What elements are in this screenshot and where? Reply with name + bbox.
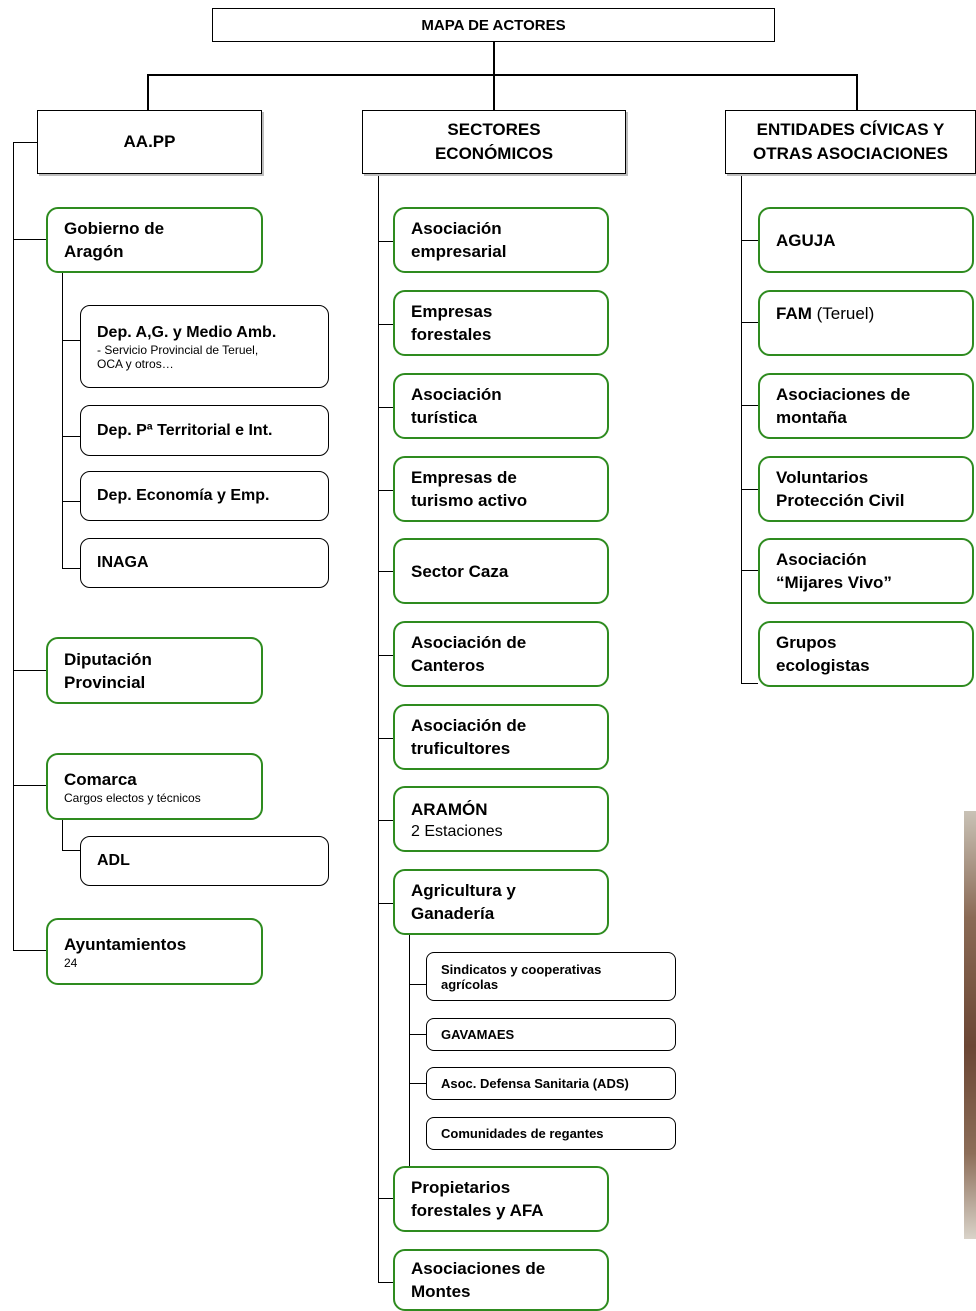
node-empresas-forestales: Empresas forestales	[393, 290, 609, 356]
category-aapp: AA.PP	[37, 110, 262, 174]
node-asociacion-canteros: Asociación de Canteros	[393, 621, 609, 687]
node-grupos-ecologistas: Grupos ecologistas	[758, 621, 974, 687]
node-adl: ADL	[80, 836, 329, 886]
diagram-title: MAPA DE ACTORES	[212, 8, 775, 42]
node-agricultura-ganaderia: Agricultura y Ganadería	[393, 869, 609, 935]
category-entidades: ENTIDADES CÍVICAS Y OTRAS ASOCIACIONES	[725, 110, 976, 174]
category-aapp-label: AA.PP	[123, 132, 176, 151]
node-diputacion-provincial: Diputación Provincial	[46, 637, 263, 704]
node-fam: FAM (Teruel)	[758, 290, 974, 356]
diagram-title-text: MAPA DE ACTORES	[421, 16, 566, 34]
node-inaga: INAGA	[80, 538, 329, 588]
node-aguja: AGUJA	[758, 207, 974, 273]
node-comunidades-regantes: Comunidades de regantes	[426, 1117, 676, 1150]
node-mijares-vivo: Asociación “Mijares Vivo”	[758, 538, 974, 604]
node-sindicatos-cooperativas: Sindicatos y cooperativas agrícolas	[426, 952, 676, 1001]
node-dep-agma: Dep. A,G. y Medio Amb. - Servicio Provin…	[80, 305, 329, 388]
node-propietarios-forestales: Propietarios forestales y AFA	[393, 1166, 609, 1232]
node-comarca: Comarca Cargos electos y técnicos	[46, 753, 263, 820]
node-ayuntamientos: Ayuntamientos 24	[46, 918, 263, 985]
node-asociaciones-montana: Asociaciones de montaña	[758, 373, 974, 439]
node-voluntarios-proteccion-civil: Voluntarios Protección Civil	[758, 456, 974, 522]
node-dep-territorial: Dep. Pª Territorial e Int.	[80, 405, 329, 456]
node-gavamaes: GAVAMAES	[426, 1018, 676, 1051]
node-asociacion-truficultores: Asociación de truficultores	[393, 704, 609, 770]
node-asociacion-empresarial: Asociación empresarial	[393, 207, 609, 273]
photo-fragment	[964, 811, 976, 1239]
node-asoc-defensa-sanitaria: Asoc. Defensa Sanitaria (ADS)	[426, 1067, 676, 1100]
node-gobierno-aragon: Gobierno de Aragón	[46, 207, 263, 273]
node-asociaciones-montes: Asociaciones de Montes	[393, 1249, 609, 1311]
node-asociacion-turistica: Asociación turística	[393, 373, 609, 439]
node-dep-economia: Dep. Economía y Emp.	[80, 471, 329, 521]
node-turismo-activo: Empresas de turismo activo	[393, 456, 609, 522]
node-sector-caza: Sector Caza	[393, 538, 609, 604]
category-sectores: SECTORES ECONÓMICOS	[362, 110, 626, 174]
node-aramon: ARAMÓN 2 Estaciones	[393, 786, 609, 852]
